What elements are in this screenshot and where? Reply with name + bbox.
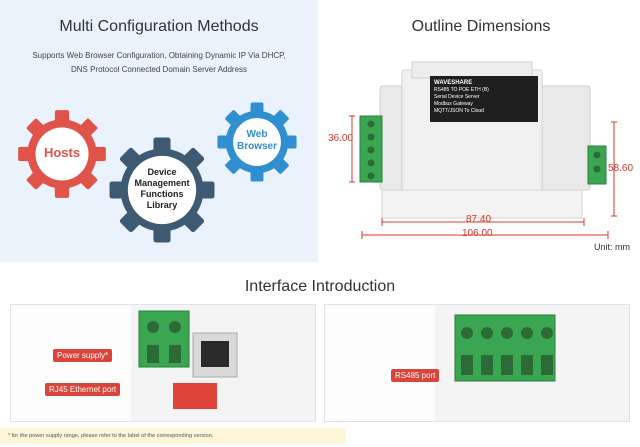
device-gear-label-line4: Library [146,200,178,210]
footer-note-text: for the power supply range, please refer… [10,433,214,439]
device-brand: WAVESHARE [434,80,473,86]
power-supply-callout: Power supply* [53,349,113,362]
config-methods-subtitle-line1: Supports Web Browser Configuration, Obta… [32,51,286,60]
interface-photo-left: Power supply* RJ45 Ethernet port [10,304,316,422]
device-gear-label: Device Management Functions Library [122,167,202,211]
outline-dimensions-panel: Outline Dimensions [322,0,640,262]
config-methods-title: Multi Configuration Methods [59,18,259,35]
hosts-gear-label: Hosts [43,145,81,160]
rs485-callout: RS485 port [391,369,440,382]
device-management-gear-icon [109,137,215,243]
interface-introduction-title: Interface Introduction [244,278,396,295]
dimension-height-left: 36.00 [328,133,354,144]
dimension-inner-width: 87.40 [466,214,492,225]
dimension-unit: Unit: mm [594,242,630,252]
device-model: RS485 TO POE ETH (B) [434,87,489,93]
web-gear-label-line1: Web [246,129,268,140]
config-methods-subtitle-line2: DNS Protocol Connected Domain Server Add… [70,65,248,74]
web-browser-gear-icon [217,102,297,182]
footer-note: * for the power supply range, please ref… [0,428,346,444]
web-gear-label: Web Browser [227,129,287,153]
device-gear-label-line3: Functions [140,189,184,199]
dimension-height-right: 58.60 [608,163,634,174]
device-desc-2: Modbus Gateway [434,101,473,107]
power-supply-label: Power supply [57,351,106,360]
dimension-outer-width: 106.00 [462,228,493,239]
web-gear-label-line2: Browser [236,141,277,152]
rs485-photo [435,305,629,421]
power-rj45-photo [131,305,315,421]
outline-dimensions-title: Outline Dimensions [411,18,551,35]
interface-photo-right: RS485 port [324,304,630,422]
device-desc-1: Serial Device Server [434,94,480,100]
power-supply-star: * [105,351,109,360]
footer-star: * [8,433,11,439]
hosts-gear-icon [18,110,106,198]
rj45-callout: RJ45 Ethernet port [45,383,121,396]
gears-illustration [18,102,297,243]
device-desc-3: MQTT/JSON To Cloud [434,108,484,114]
device-gear-label-line2: Management [134,178,190,188]
device-label-text: WAVESHARE RS485 TO POE ETH (B) Serial De… [434,80,534,115]
device-gear-label-line1: Device [147,167,177,177]
config-methods-panel: Multi Configuration Methods Supports Web… [0,0,318,262]
device-outline-drawing [349,61,617,239]
